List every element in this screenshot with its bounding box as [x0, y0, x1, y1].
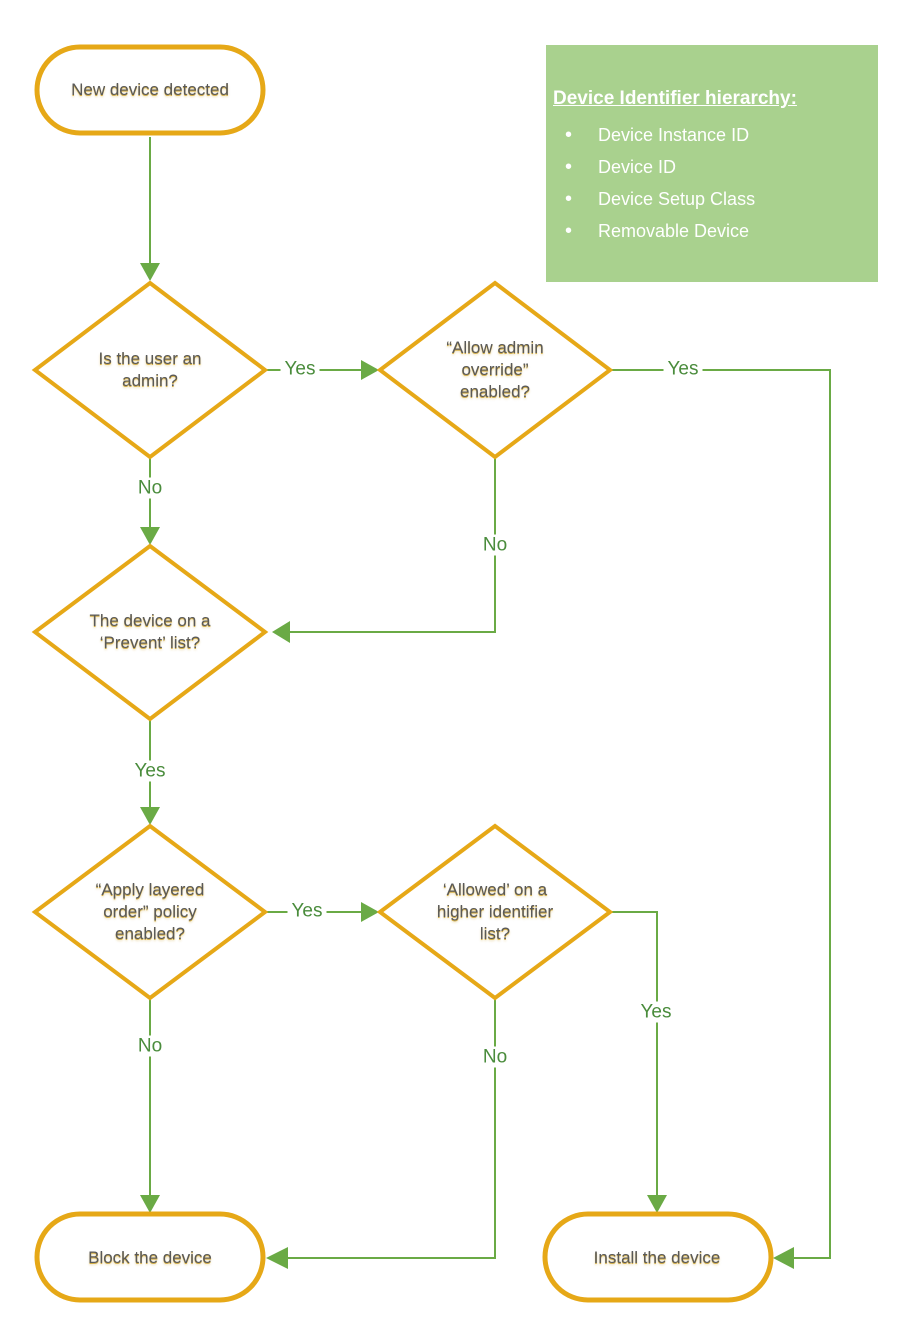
- legend-item-label: Device ID: [598, 157, 677, 177]
- edge-higher-yes: [610, 911, 658, 1196]
- arrowhead-prevent-yes: [140, 807, 160, 825]
- legend-item: • Device ID: [553, 151, 868, 183]
- edge-label-override-yes: Yes: [663, 358, 703, 380]
- legend-heading: Device Identifier hierarchy:: [553, 88, 797, 109]
- bullet-icon: •: [565, 220, 573, 242]
- prevent-diamond-shape: [31, 543, 269, 722]
- legend-item-label: Device Instance ID: [598, 125, 750, 145]
- higher-diamond-shape: [376, 823, 614, 1001]
- edge-label-higher-no: No: [478, 1046, 512, 1068]
- legend-item-label: Removable Device: [598, 221, 750, 241]
- bullet-icon: •: [565, 124, 573, 146]
- legend-item: • Removable Device: [553, 215, 868, 247]
- edge-label-admin-yes: Yes: [280, 358, 320, 380]
- edge-override-yes: [610, 369, 831, 1259]
- arrowhead-override-no: [272, 621, 290, 643]
- install-node-shape: [542, 1211, 774, 1303]
- higher-node-label: ‘Allowed’ on a higher identifier list?: [436, 880, 554, 943]
- start-node-label: New device detected: [71, 80, 229, 99]
- legend-item-label: Device Setup Class: [598, 189, 756, 209]
- arrowhead-layered-no: [140, 1195, 160, 1213]
- arrowhead-higher-yes: [647, 1195, 667, 1213]
- override-diamond-shape: [376, 280, 614, 460]
- edge-label-admin-no: No: [133, 477, 167, 499]
- edge-label-layered-yes: Yes: [287, 900, 327, 922]
- arrowhead-higher-no: [266, 1247, 288, 1269]
- edge-label-higher-yes: Yes: [636, 1001, 676, 1023]
- arrowhead-layered-yes: [361, 902, 379, 922]
- start-node-shape: [34, 44, 266, 136]
- arrowhead-admin-no: [140, 527, 160, 545]
- arrowhead-start-to-admin: [140, 263, 160, 281]
- edge-higher-no: [288, 998, 496, 1259]
- layered-diamond-shape: [31, 823, 269, 1001]
- edge-label-layered-no: No: [133, 1035, 167, 1057]
- edge-override-no: [290, 457, 496, 633]
- override-node-label: “Allow admin override” enabled?: [446, 338, 544, 401]
- edge-label-prevent-yes: Yes: [130, 760, 170, 782]
- arrowhead-override-yes: [773, 1247, 794, 1269]
- legend-box: Device Identifier hierarchy: • Device In…: [546, 45, 878, 282]
- legend-item: • Device Setup Class: [553, 183, 868, 215]
- admin-diamond-shape: [31, 280, 269, 460]
- install-node-label: Install the device: [593, 1248, 721, 1267]
- block-node-shape: [34, 1211, 266, 1303]
- legend-item: • Device Instance ID: [553, 119, 868, 151]
- layered-node-label: “Apply layered order” policy enabled?: [95, 880, 205, 943]
- arrowhead-admin-yes: [361, 360, 379, 380]
- admin-node-label: Is the user an admin?: [98, 349, 202, 390]
- prevent-node-label: The device on a ‘Prevent’ list?: [89, 611, 211, 652]
- bullet-icon: •: [565, 156, 573, 178]
- edge-label-override-no: No: [478, 534, 512, 556]
- block-node-label: Block the device: [88, 1248, 212, 1267]
- bullet-icon: •: [565, 188, 573, 210]
